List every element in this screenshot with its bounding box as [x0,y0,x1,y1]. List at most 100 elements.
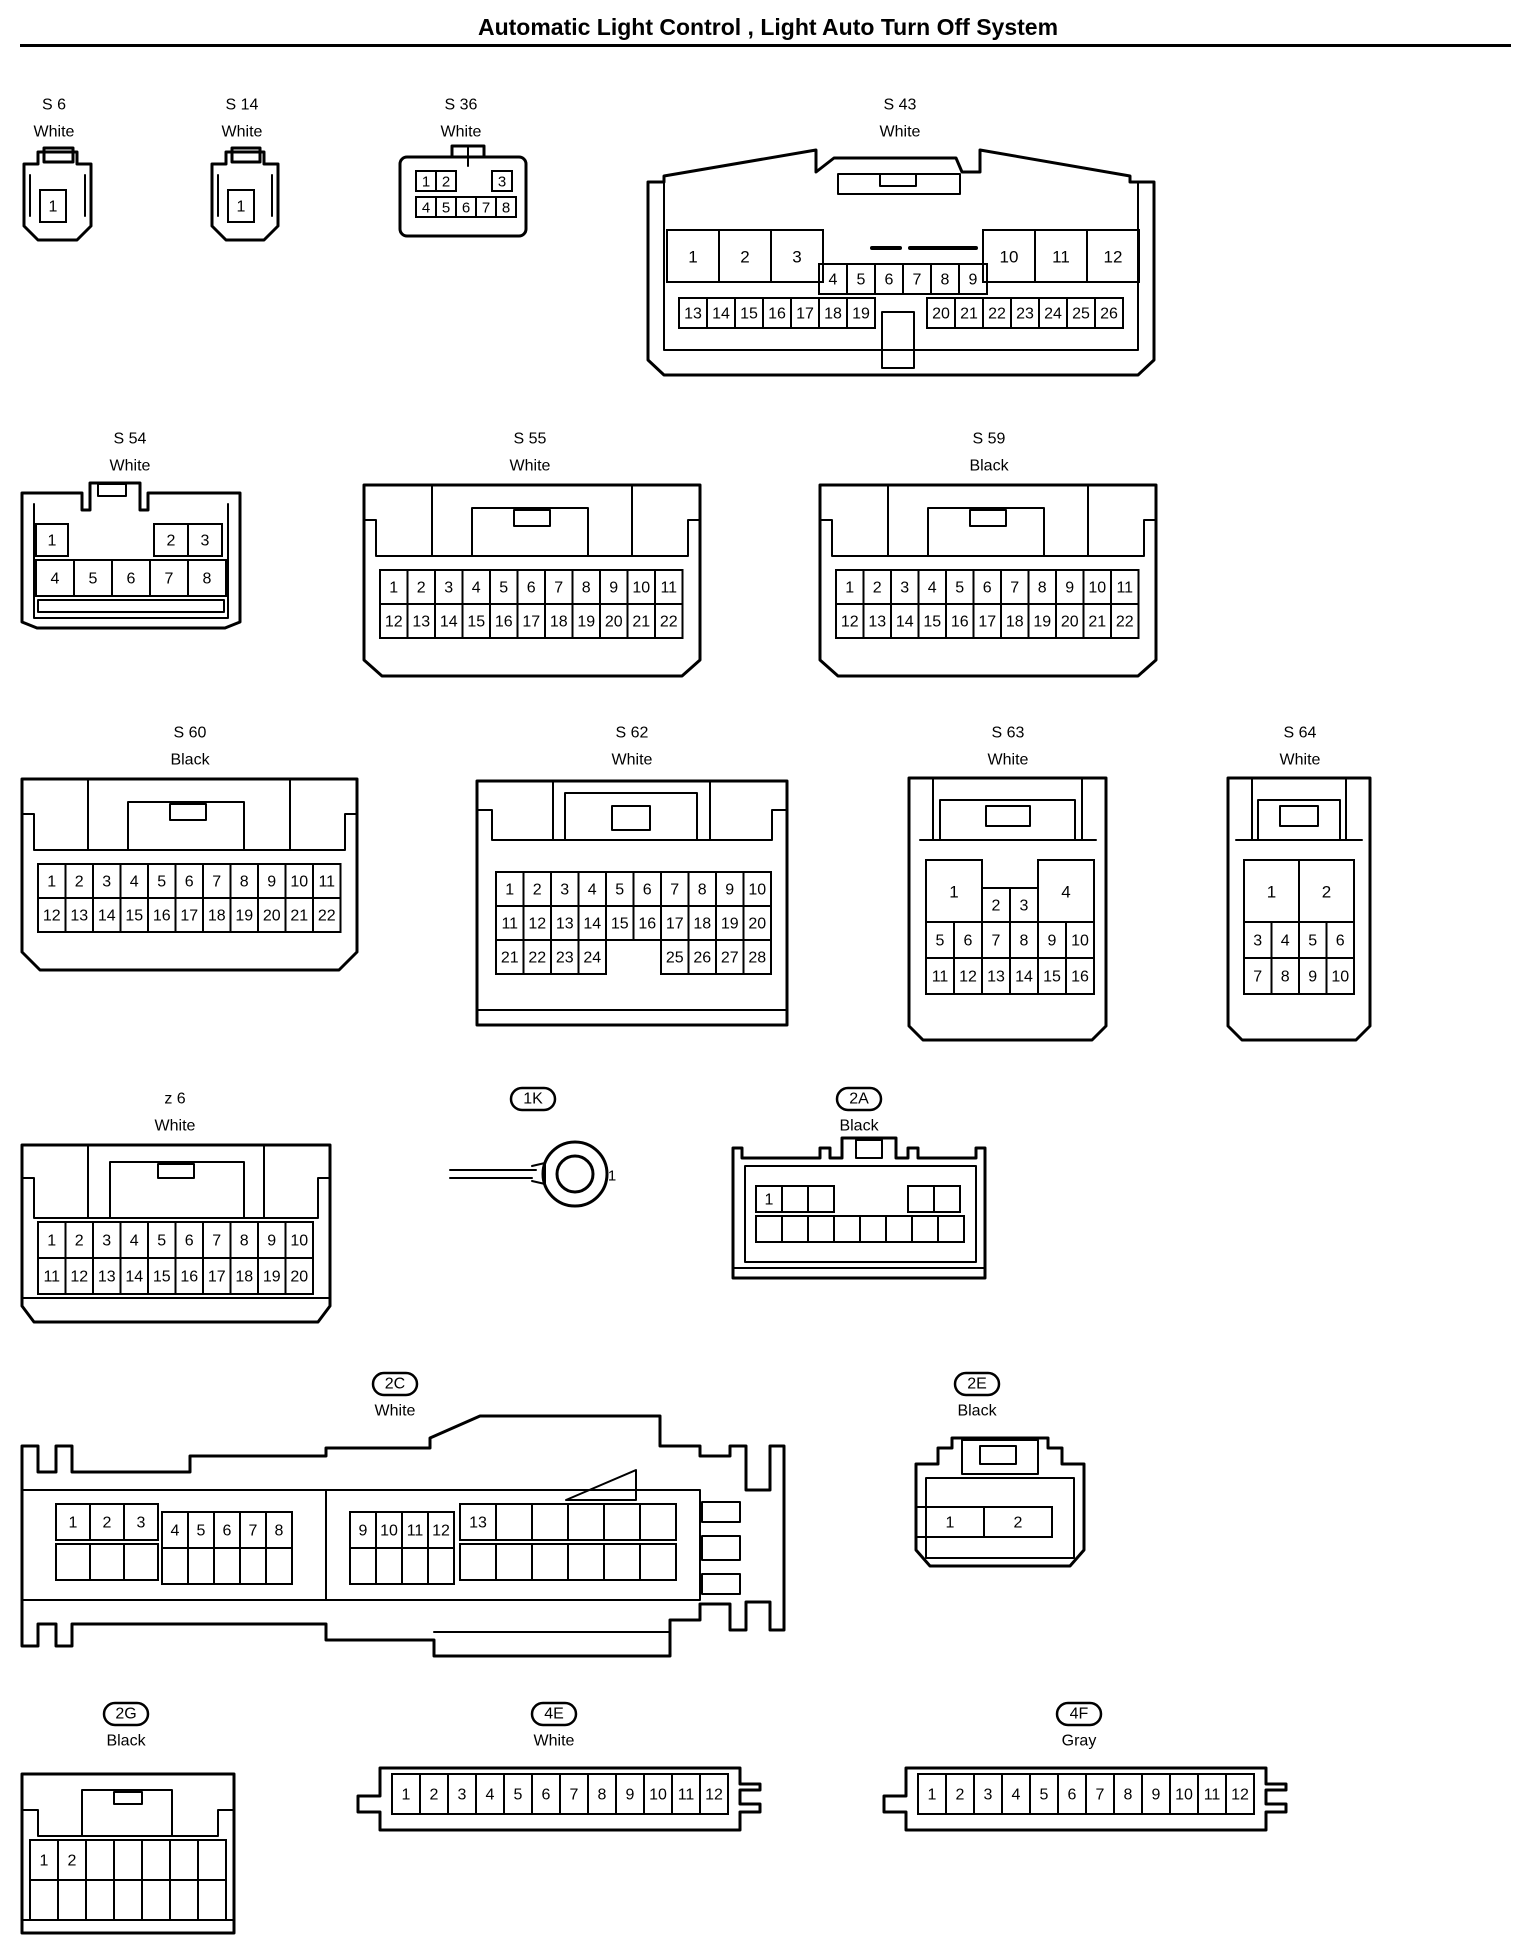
pin-number: 4 [1281,933,1290,950]
pin-number: 10 [380,1523,398,1540]
pin-number: 4 [130,1233,139,1250]
pin-number: 23 [556,950,574,967]
connector-body-s62 [475,779,789,1027]
pin-number: 18 [550,614,568,631]
pin-number: 9 [626,1787,635,1804]
pin-number: 7 [1010,580,1019,597]
pin-number: 19 [577,614,595,631]
pin-cell [491,170,513,192]
pin-number: 6 [527,580,536,597]
pin-number: 18 [235,1269,253,1286]
connector-name: S 59 [973,431,1006,448]
pin-cell [567,1503,605,1541]
pin-number: 12 [841,614,859,631]
pin-number: 6 [1068,1787,1077,1804]
pin-number: 4 [472,580,481,597]
pin-number: 5 [514,1787,523,1804]
pin-cell [169,1839,199,1881]
pin-cell [531,1503,569,1541]
connector-color: Black [106,1733,146,1750]
pin-number: 25 [1072,306,1090,323]
connector-body-2a [731,1136,987,1280]
pin-cell [1086,229,1140,283]
pin-number: 2 [740,248,749,267]
pin-number: 1 [40,1853,49,1870]
pin-number: 13 [469,1515,487,1532]
pin-number: 20 [932,306,950,323]
pin-number: 4 [1061,883,1070,902]
pin-number: 16 [768,306,786,323]
pin-number: 1 [402,1787,411,1804]
pin-number: 12 [432,1523,450,1540]
connector-name: 4F [1070,1706,1089,1723]
connector-body-s14 [210,150,280,242]
pin-number: 6 [643,882,652,899]
pin-number: 2 [417,580,426,597]
connector-color: White [441,124,482,141]
pin-number: 28 [748,950,766,967]
pin-cell [859,1215,887,1243]
pin-number: 4 [588,882,597,899]
connector-name: S 6 [42,97,66,114]
pin-number: 15 [740,306,758,323]
pin-number: 7 [212,1233,221,1250]
connector-tag-frame [509,1086,557,1112]
pin-cell [113,1839,143,1881]
pin-number: 7 [212,874,221,891]
pin-number: 6 [223,1523,232,1540]
pin-number: 4 [171,1523,180,1540]
connector-name: 4E [544,1706,564,1723]
connector-color: White [1280,752,1321,769]
pin-number: 8 [1038,580,1047,597]
pin-cell [781,1215,809,1243]
connector-name: S 55 [514,431,547,448]
pin-number: 15 [923,614,941,631]
connector-color: Black [170,752,210,769]
connector-tag-frame [371,1371,419,1397]
pin-number: 7 [249,1523,258,1540]
pin-cell [141,1839,171,1881]
pin-number: 12 [705,1787,723,1804]
pin-cell [375,1547,403,1585]
pin-number: 1 [69,1515,78,1532]
pin-number: 5 [936,933,945,950]
pin-cell [89,1543,125,1581]
pin-number: 13 [70,908,88,925]
pin-number: 11 [1204,1787,1221,1804]
pin-number: 10 [290,1233,308,1250]
pin-number: 22 [1116,614,1134,631]
pin-number: 12 [528,916,546,933]
pin-number: 3 [102,1233,111,1250]
pin-number: 7 [570,1787,579,1804]
pin-cell [169,1879,199,1921]
pin-cell [57,1879,87,1921]
pin-number: 3 [201,533,210,550]
pin-number: 10 [1175,1787,1193,1804]
pin-number: 17 [978,614,996,631]
pin-number: 8 [1020,933,1029,950]
pin-cell [603,1503,641,1541]
pin-cell [459,1543,497,1581]
connector-color: Black [969,458,1009,475]
pin-number: 13 [987,969,1005,986]
pin-number: 9 [1152,1787,1161,1804]
title-rule [20,44,1511,47]
pin-number: 23 [1016,306,1034,323]
connector-color: White [612,752,653,769]
pin-number: 5 [197,1523,206,1540]
ring-terminal [541,1140,609,1208]
pin-number: 17 [180,908,198,925]
pin-number: 1 [47,874,56,891]
connector-color: White [222,124,263,141]
pin-number: 9 [267,1233,276,1250]
pin-number: 18 [824,306,842,323]
pin-number: 21 [1088,614,1106,631]
pin-number: 24 [1044,306,1062,323]
pin-number: 10 [1000,248,1019,267]
pin-number: 5 [89,571,98,588]
pin-cell [213,1547,241,1585]
pin-number: 25 [666,950,684,967]
pin-number: 12 [385,614,403,631]
pin-number: 1 [765,1192,774,1209]
pin-number: 2 [103,1515,112,1532]
